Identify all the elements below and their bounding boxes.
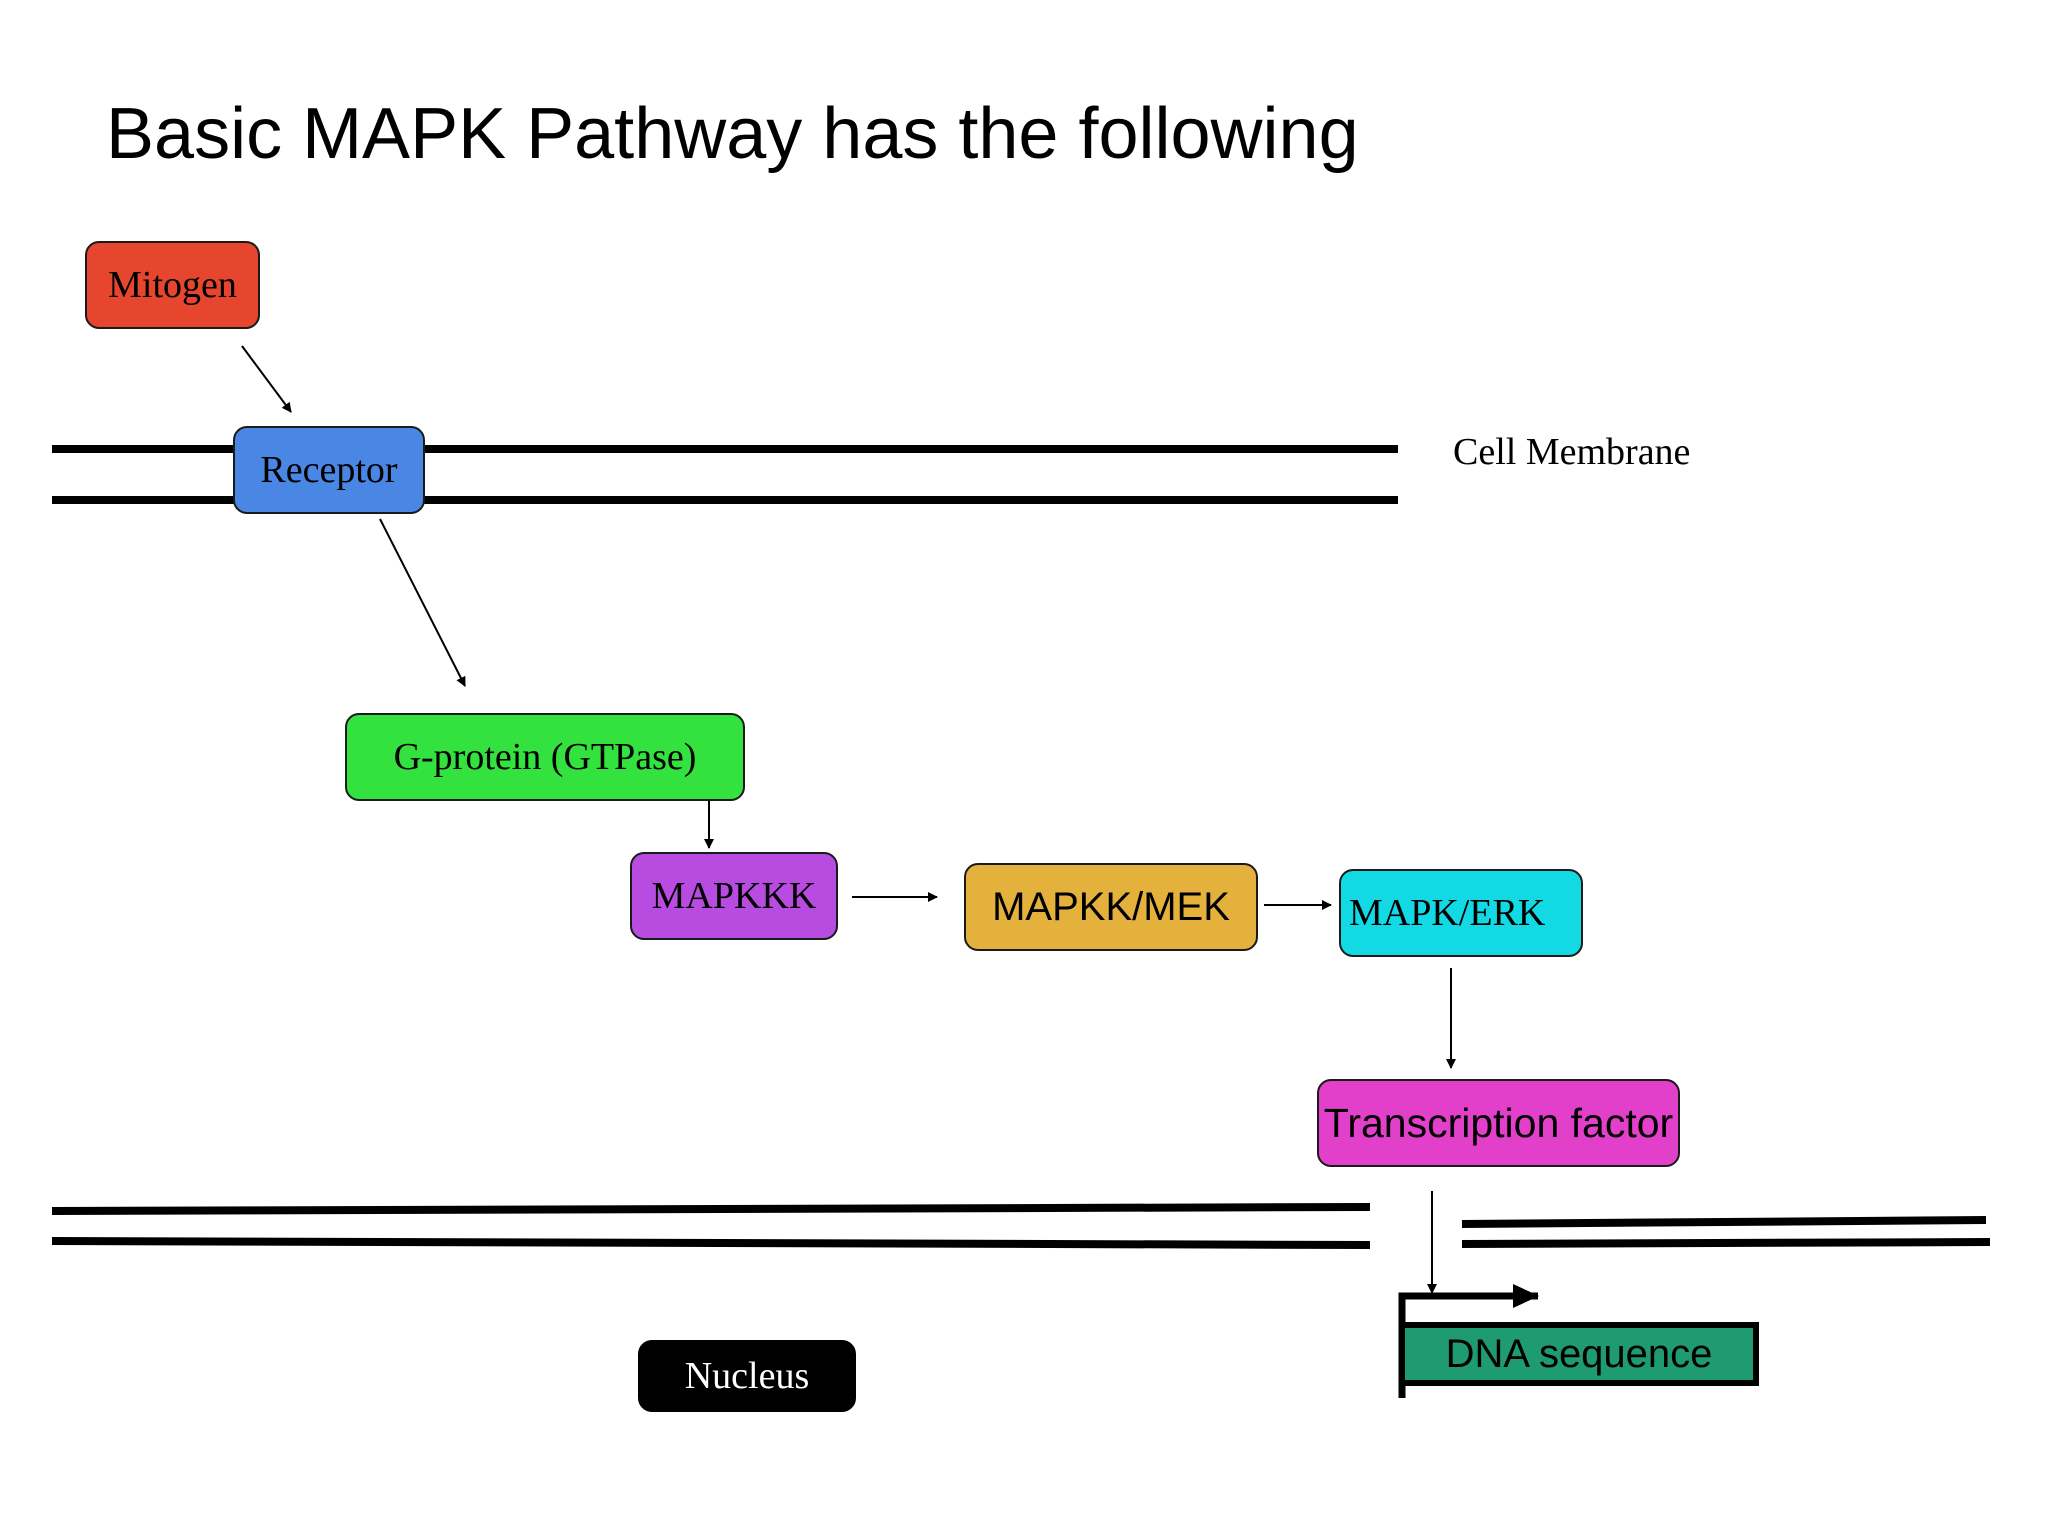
mitogen-node: Mitogen — [85, 241, 260, 329]
mapk-node: MAPK/ERK — [1339, 869, 1583, 957]
gprotein-node: G-protein (GTPase) — [345, 713, 745, 801]
mapkk-node: MAPKK/MEK — [964, 863, 1258, 951]
nucleus-node: Nucleus — [638, 1340, 856, 1412]
arrow-receptor-to-gprotein — [379, 518, 466, 687]
receptor-node: Receptor — [233, 426, 425, 514]
nuclear-membrane — [51, 1203, 1991, 1249]
slide-title: Basic MAPK Pathway has the following — [106, 94, 1359, 174]
cell-membrane-label: Cell Membrane — [1453, 431, 1691, 473]
mapkkk-node: MAPKKK — [630, 852, 838, 940]
dna-sequence-node: DNA sequence — [1399, 1322, 1759, 1386]
transcription-factor-node: Transcription factor — [1317, 1079, 1680, 1167]
arrow-mitogen-to-receptor — [241, 345, 292, 413]
